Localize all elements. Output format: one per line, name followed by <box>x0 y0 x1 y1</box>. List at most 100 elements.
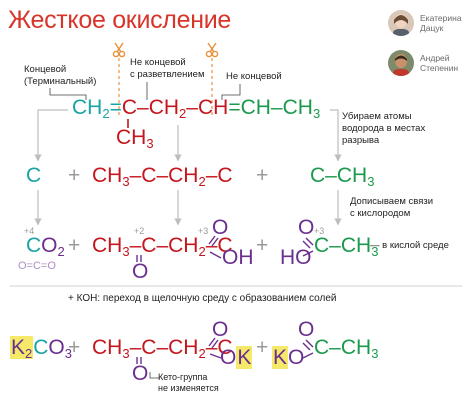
author-2: Андрей Степенин <box>420 53 458 73</box>
atom-c-branch: C <box>121 96 138 119</box>
atom-ch2: CH2 <box>168 234 206 259</box>
annotation-keto-line1: Кето-группа <box>158 372 208 382</box>
atom-ch3-right: CH3 <box>282 96 321 121</box>
atom-ch3: CH3 <box>340 336 379 361</box>
annotation-remove-h-line1: Убираем атомы <box>342 111 412 122</box>
subscript-3: 3 <box>64 346 72 361</box>
annotation-branched-line2: с разветвлением <box>130 69 205 80</box>
bond: – <box>156 336 169 359</box>
atom-c: C <box>141 336 157 359</box>
atom-c: C <box>314 336 330 359</box>
bond: – <box>156 234 169 257</box>
bond: – <box>186 96 198 119</box>
bond: – <box>129 234 142 257</box>
group-oh: OH <box>222 246 254 269</box>
atom-ch3: CH3 <box>340 234 379 259</box>
annotation-terminal: Концевой (Терминальный) <box>24 64 96 88</box>
fragment-middle: CH3–C–CH2–C <box>92 164 233 188</box>
atom-c: C <box>141 164 157 187</box>
plus-sign: + <box>68 164 81 187</box>
annotation-branched-line1: Не концевой <box>130 57 186 68</box>
ox-state-c1: +4 <box>24 226 35 236</box>
atom-ch3: CH3 <box>92 336 130 361</box>
atom-c: C <box>314 234 330 257</box>
bond: – <box>205 164 218 187</box>
atom-ch2: CH2 <box>72 96 110 121</box>
ox-state-c4: +3 <box>314 226 325 236</box>
atom-ch3-branch: CH3 <box>116 126 154 151</box>
plus-sign: + <box>256 336 269 359</box>
avatar-man-icon <box>388 50 414 76</box>
atom-o: O <box>288 346 305 369</box>
bond: – <box>156 164 169 187</box>
atom-o: O <box>220 346 237 369</box>
annotation-remove-h-line3: разрыва <box>342 135 380 146</box>
carbonyl-o-acid: O <box>212 216 229 239</box>
bond: – <box>325 164 337 187</box>
atom-k: K <box>236 346 253 369</box>
bond: – <box>270 96 283 119</box>
co2-structure: O=C=O <box>18 260 56 272</box>
atom-c: C <box>217 336 233 359</box>
atom-ch-right: CH <box>240 96 271 119</box>
author-2-first-name: Андрей <box>420 53 450 63</box>
annotation-terminal-line2: (Терминальный) <box>24 76 97 87</box>
product-acetic: C–CH3 <box>314 234 378 258</box>
annotation-keto-line2: не изменяется <box>158 383 219 393</box>
bond-double-2: = <box>228 96 241 119</box>
atom-ch: CH <box>197 96 229 119</box>
atom-ch3: CH3 <box>92 234 130 259</box>
bond: – <box>329 234 341 257</box>
bond: – <box>329 336 341 359</box>
author-1-first-name: Екатерина <box>420 13 462 23</box>
atom-o: O <box>48 336 65 359</box>
annotation-acid-env: — в кислой среде <box>370 240 449 251</box>
scissors-icon <box>112 42 126 58</box>
scissors-icon <box>205 42 219 58</box>
atom-ch2: CH2 <box>168 164 206 189</box>
plus-sign: + <box>68 234 81 257</box>
atom-c: C <box>26 234 42 257</box>
atom-c: C <box>33 336 49 359</box>
atom-c: C <box>141 234 157 257</box>
carbonyl-o-acetic: O <box>298 216 315 239</box>
atom-ch2-mid: CH2 <box>148 96 187 121</box>
atom-k: K2 <box>10 336 34 361</box>
annotation-terminal-line1: Концевой <box>24 64 67 75</box>
carbonyl-o-acetate: O <box>298 318 315 341</box>
annotation-remove-h: Убираем атомы водорода в местах разрыва <box>342 111 425 147</box>
annotation-nonterminal: Не концевой <box>226 71 282 82</box>
subscript-2: 2 <box>57 244 65 259</box>
ox-state-c2: +2 <box>134 226 145 236</box>
annotation-branched: Не концевой с разветвлением <box>130 57 205 81</box>
atom-o: O <box>41 234 58 257</box>
atom-ch3: CH3 <box>92 164 130 189</box>
fragment-c: C <box>26 164 42 187</box>
plus-sign: + <box>256 234 269 257</box>
annotation-remove-h-line2: водорода в местах <box>342 123 426 134</box>
atom-ch3: CH3 <box>336 164 375 189</box>
atom-c: C <box>217 164 233 187</box>
author-2-last-name: Степенин <box>420 63 459 73</box>
ox-state-c3: +3 <box>198 226 209 236</box>
annotation-add-o-line1: Дописываем связи <box>350 196 434 207</box>
product-co2: CO2 <box>26 234 65 258</box>
atom-k: K <box>272 346 289 369</box>
author-1: Екатерина Дацук <box>420 13 462 33</box>
bond: – <box>129 164 142 187</box>
annotation-koh: + КОН: переход в щелочную среду с образо… <box>68 293 337 304</box>
plus-sign: + <box>68 336 81 359</box>
group-ok: OK <box>220 346 253 370</box>
group-ho: HO <box>280 246 312 269</box>
molecule-source: CH2=C–CH2–CH=CH–CH3 <box>72 96 320 120</box>
plus-sign: + <box>256 164 269 187</box>
